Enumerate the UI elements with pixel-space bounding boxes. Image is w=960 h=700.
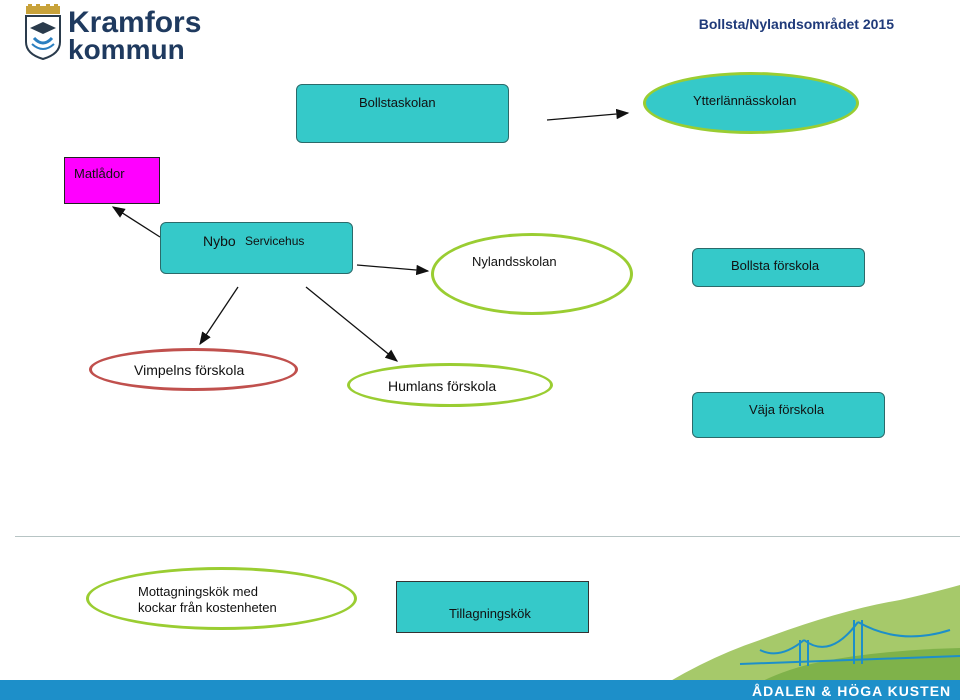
node-servicehus-label: Servicehus xyxy=(245,234,305,248)
footer-tagline: ÅDALEN & HÖGA KUSTEN xyxy=(752,683,952,699)
node-bollsta-forskola: Bollsta förskola xyxy=(692,248,865,287)
node-nylandsskolan: Nylandsskolan xyxy=(431,233,633,315)
arrow-bollstaskolan-to-ytterlannasskolan xyxy=(546,108,630,121)
node-matlador: Matlådor xyxy=(64,157,160,204)
node-ytterlannasskolan-label: Ytterlännässkolan xyxy=(693,93,797,108)
logo-line1: Kramfors xyxy=(68,6,202,39)
node-vaja-forskola: Väja förskola xyxy=(692,392,885,438)
node-vimpelns-forskola: Vimpelns förskola xyxy=(89,348,298,391)
legend-mottagningskok: Mottagningskök med kockar från kostenhet… xyxy=(86,567,357,630)
legend-tillagningskok-label: Tillagningskök xyxy=(449,606,531,621)
node-vimpelns-forskola-label: Vimpelns förskola xyxy=(134,362,245,378)
legend-mottagningskok-line1: Mottagningskök med xyxy=(138,584,258,599)
page-title: Bollsta/Nylandsområdet 2015 xyxy=(698,16,894,32)
legend-mottagningskok-line2: kockar från kostenheten xyxy=(138,600,277,615)
node-bollstaskolan-label: Bollstaskolan xyxy=(359,95,436,110)
arrow-nybo-to-humlans xyxy=(305,286,399,362)
node-bollstaskolan: Bollstaskolan xyxy=(296,84,509,143)
node-humlans-forskola-label: Humlans förskola xyxy=(388,378,497,394)
arrow-nybo-to-nylandsskolan xyxy=(356,264,430,276)
node-nylandsskolan-label: Nylandsskolan xyxy=(472,254,557,269)
node-matlador-label: Matlådor xyxy=(74,166,125,181)
arrow-nybo-to-vimpelns xyxy=(199,286,239,346)
legend-tillagningskok: Tillagningskök xyxy=(396,581,589,633)
logo-line2: kommun xyxy=(68,34,185,65)
bridge-icon xyxy=(739,620,960,666)
node-humlans-forskola: Humlans förskola xyxy=(347,363,553,407)
coat-of-arms-icon xyxy=(25,4,61,60)
node-nybo-label: Nybo xyxy=(203,233,236,249)
node-vaja-forskola-label: Väja förskola xyxy=(749,402,825,417)
arrow-nybo-to-matlador xyxy=(111,206,161,238)
node-bollsta-forskola-label: Bollsta förskola xyxy=(731,258,820,273)
node-ytterlannasskolan: Ytterlännässkolan xyxy=(643,72,859,134)
legend-divider xyxy=(15,536,960,537)
logo: Kramfors kommun xyxy=(24,4,201,65)
node-nybo-servicehus: Nybo Servicehus xyxy=(160,222,353,274)
